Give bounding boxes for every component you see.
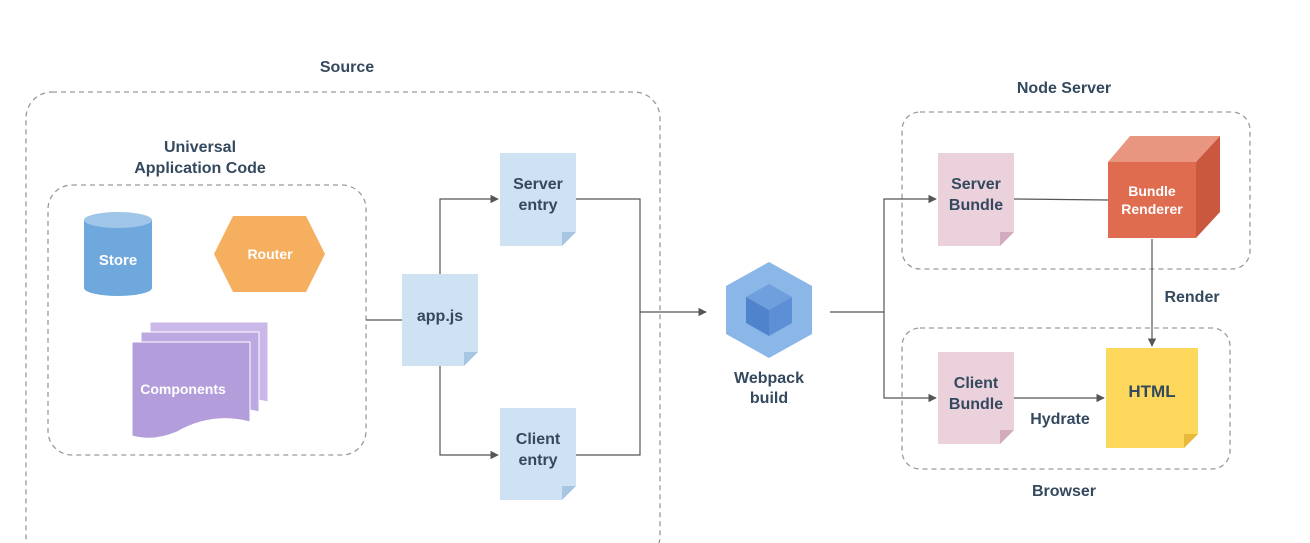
webpack-icon: Webpack build — [726, 262, 812, 407]
components-node: Components — [131, 321, 269, 439]
edge-server-entry-to-webpack — [576, 198, 641, 312]
store-node: Store — [84, 212, 152, 296]
node-server-label: Node Server — [1017, 80, 1111, 97]
server-entry-label-line2: entry — [518, 197, 557, 214]
bundle-renderer-node: Bundle Renderer — [1108, 136, 1220, 238]
client-bundle-label-line1: Client — [954, 375, 999, 392]
server-bundle-label-line1: Server — [951, 176, 1001, 193]
store-label: Store — [99, 252, 137, 269]
connector-lines — [366, 194, 1157, 460]
client-entry-label-line1: Client — [516, 431, 561, 448]
server-bundle-label-line2: Bundle — [949, 197, 1003, 214]
router-node: Router — [214, 216, 325, 292]
edge-to-server-bundle — [883, 194, 937, 312]
server-entry-label-line1: Server — [513, 176, 563, 193]
webpack-label-line2: build — [750, 390, 788, 407]
universal-label-line2: Application Code — [134, 160, 266, 177]
render-edge-label: Render — [1164, 289, 1219, 306]
html-label: HTML — [1128, 382, 1175, 401]
hydrate-edge-label: Hydrate — [1030, 411, 1090, 428]
browser-group — [901, 327, 1231, 470]
edge-client-entry-to-webpack — [576, 312, 641, 456]
components-label: Components — [140, 381, 226, 397]
server-entry-node: Server entry — [500, 153, 576, 246]
bundle-renderer-label-line2: Renderer — [1121, 201, 1183, 217]
source-group — [25, 91, 661, 543]
router-label: Router — [247, 246, 293, 262]
client-entry-label-line2: entry — [518, 452, 557, 469]
source-label: Source — [320, 59, 374, 76]
edge-server-bundle-to-renderer — [1013, 198, 1109, 201]
universal-label-line1: Universal — [164, 139, 236, 156]
html-node: HTML — [1106, 348, 1198, 448]
edge-app-to-server-entry — [439, 194, 499, 274]
node-server-group — [901, 111, 1251, 270]
edge-app-to-client-entry — [439, 366, 499, 460]
edge-to-client-bundle — [883, 312, 937, 403]
app-js-node: app.js — [402, 274, 478, 366]
server-bundle-node: Server Bundle — [938, 153, 1014, 246]
client-entry-node: Client entry — [500, 408, 576, 500]
app-js-label: app.js — [417, 308, 463, 325]
webpack-label-line1: Webpack — [734, 370, 804, 387]
bundle-renderer-label-line1: Bundle — [1128, 183, 1176, 199]
browser-label: Browser — [1032, 483, 1096, 500]
client-bundle-node: Client Bundle — [938, 352, 1014, 444]
client-bundle-label-line2: Bundle — [949, 396, 1003, 413]
